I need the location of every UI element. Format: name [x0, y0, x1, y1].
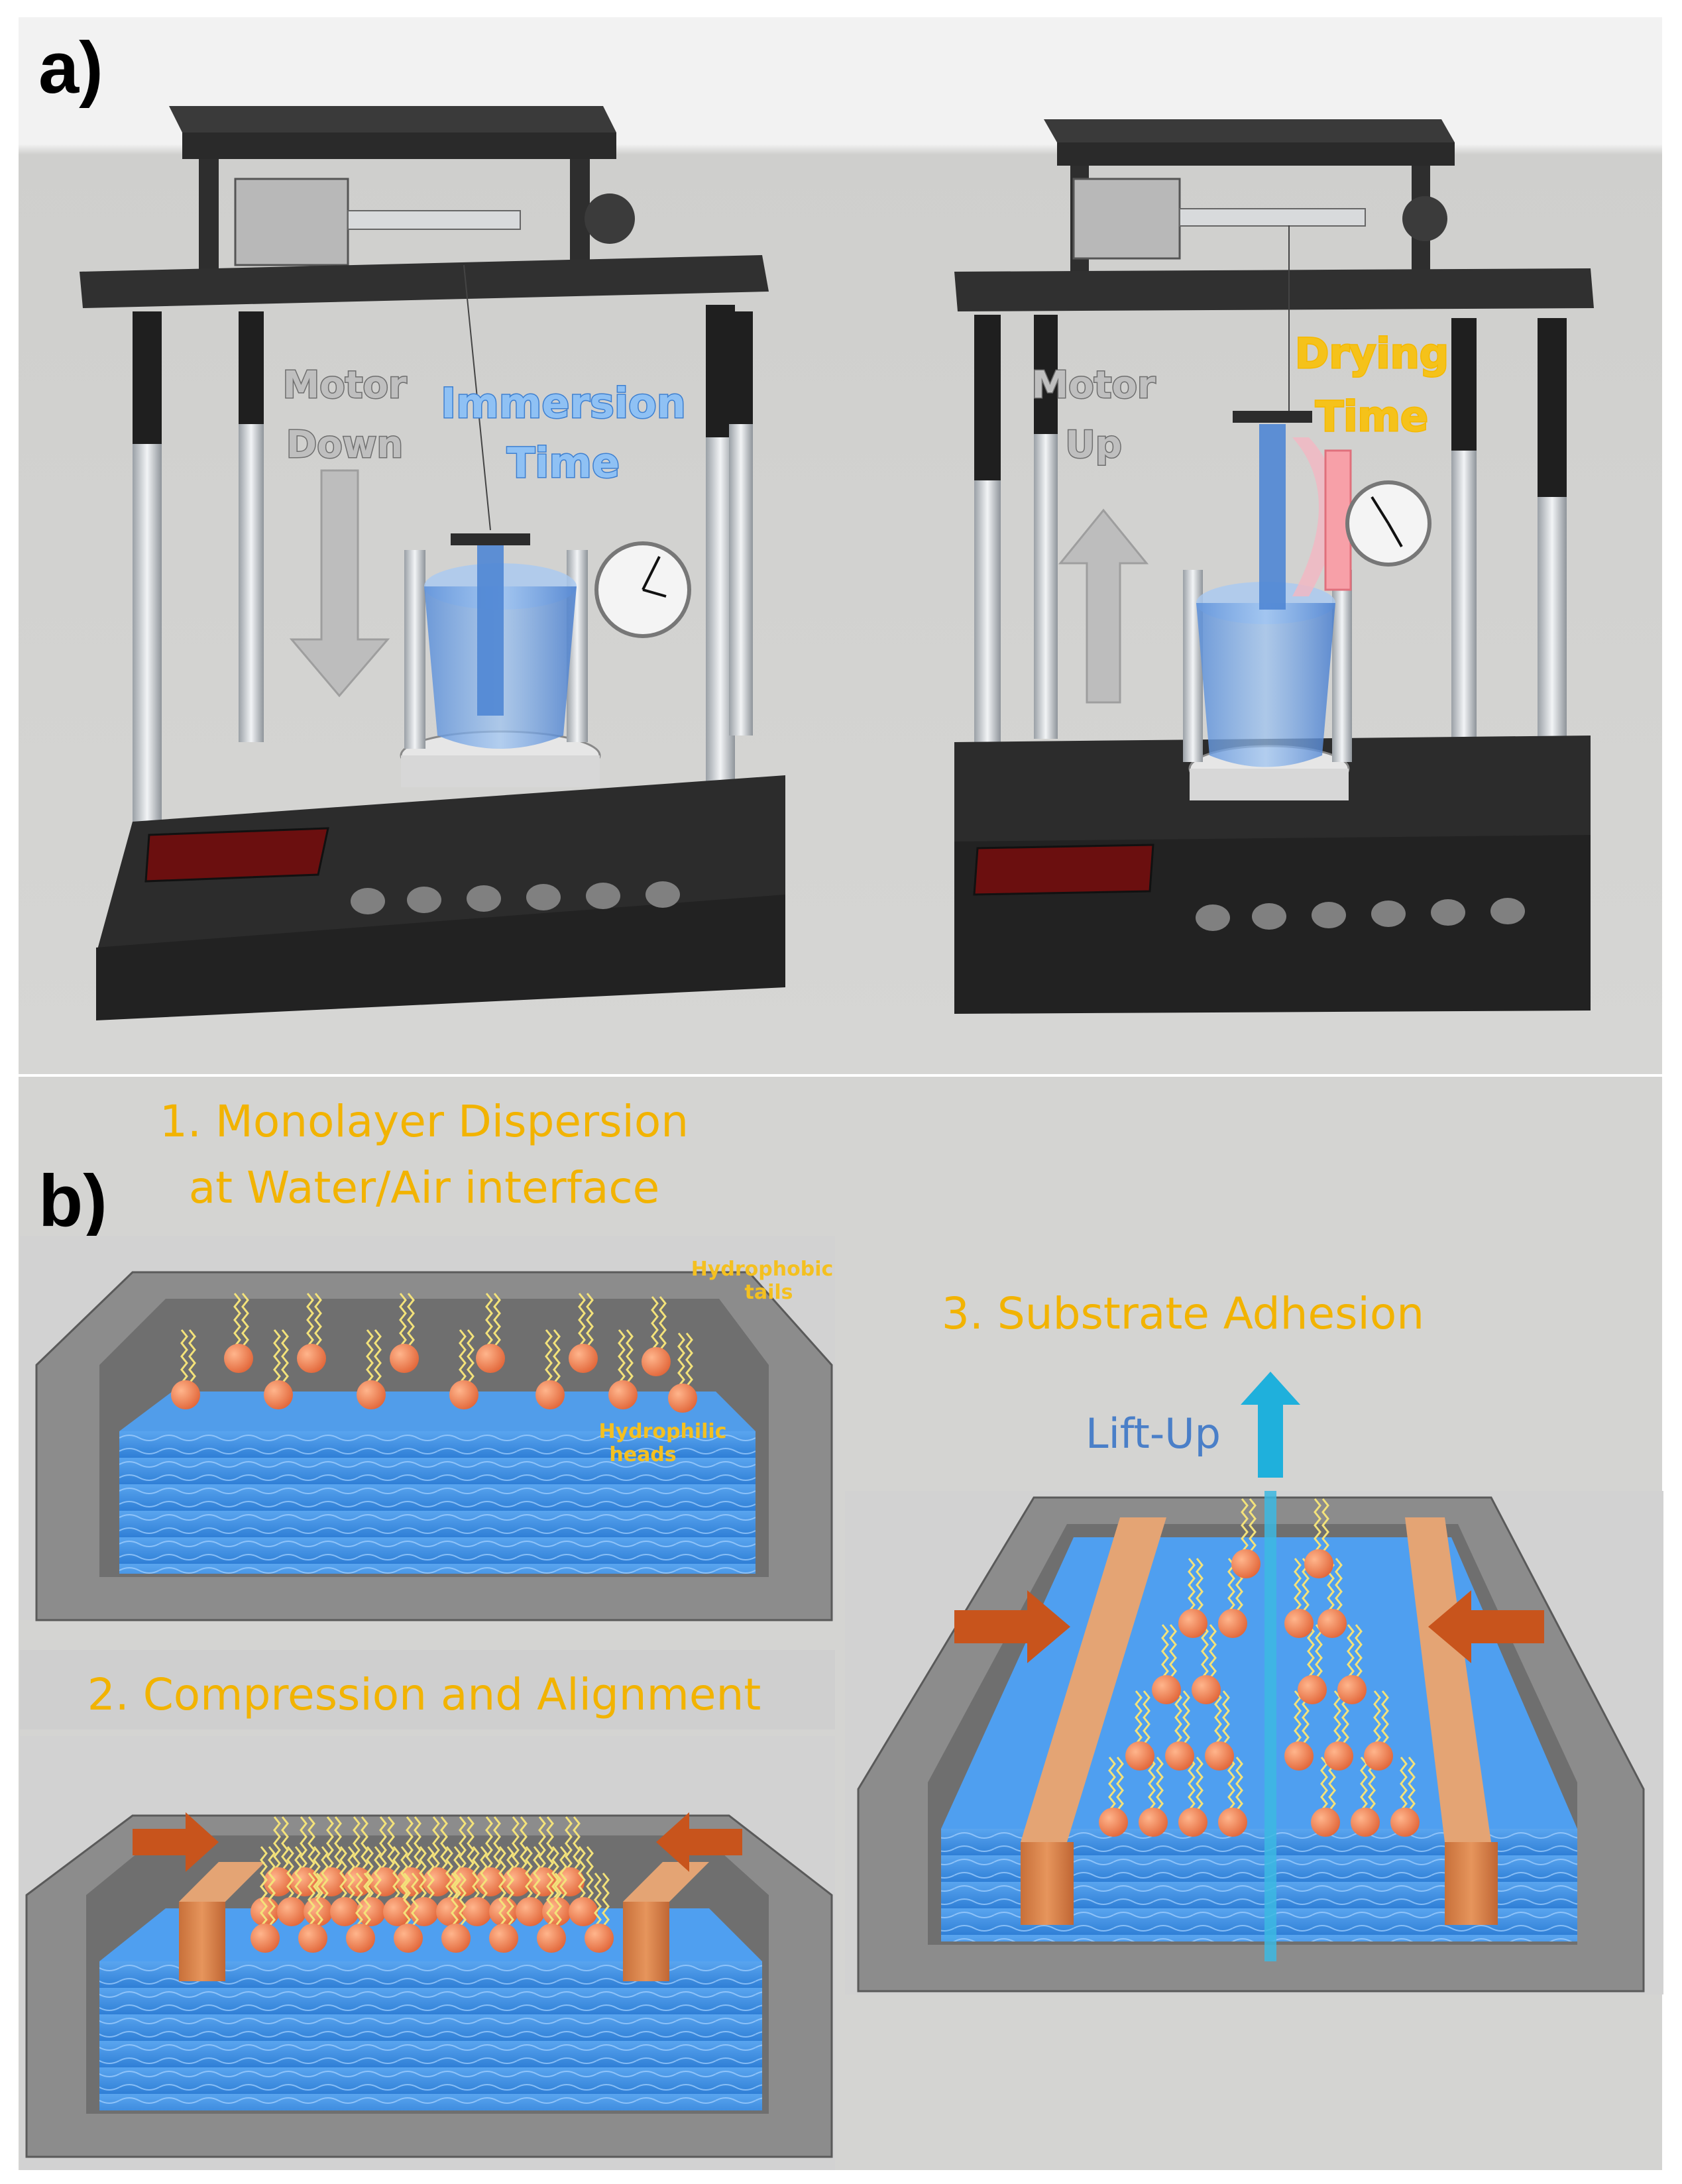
panel-b-label: b) [38, 1160, 107, 1242]
dip-coater-right: Motor Up Drying Time [954, 119, 1594, 1014]
top-frame [169, 106, 616, 133]
panel-a: a) [19, 17, 1662, 1074]
panel-a-label: a) [38, 27, 103, 109]
water [119, 1431, 756, 1574]
dip-coater-left: Motor Down Immersion Time [80, 106, 785, 1020]
barrier-left [1021, 1517, 1166, 1925]
clock-icon [1345, 480, 1431, 567]
top-plate [80, 255, 769, 308]
step1-title-line2: at Water/Air interface [189, 1162, 660, 1213]
compression-arrow-right-icon [133, 1812, 219, 1872]
beaker [1196, 411, 1335, 767]
motor-down-label-1: Motor [282, 364, 406, 407]
display-screen [973, 844, 1154, 896]
trough-step1: Hydrophobic tails Hydrophilic heads [20, 1236, 835, 1621]
hydrophilic-label-2: heads [609, 1443, 676, 1466]
hydrophilic-label-1: Hydrophilic [598, 1420, 726, 1443]
beaker [424, 533, 577, 749]
control-buttons [1196, 898, 1525, 931]
hydrophobic-label-1: Hydrophobic [691, 1258, 834, 1281]
barrier-right [623, 1862, 709, 1981]
step2-title: 2. Compression and Alignment [87, 1669, 761, 1720]
barrier-right [1405, 1517, 1498, 1925]
stepper-motor [234, 178, 635, 266]
step3-title: 3. Substrate Adhesion [942, 1288, 1424, 1339]
drying-time-label-1: Drying [1295, 329, 1449, 378]
base-front [96, 895, 785, 1020]
control-buttons [351, 881, 680, 914]
step1-title-line1: 1. Monolayer Dispersion [160, 1096, 689, 1147]
barrier-left [179, 1862, 265, 1981]
lift-up-label: Lift-Up [1086, 1409, 1221, 1458]
trough-step3 [845, 1491, 1663, 1994]
top-plate [954, 268, 1594, 311]
motor-up-label-2: Up [1065, 423, 1122, 466]
clock-icon [594, 541, 691, 638]
compression-arrow-left-icon [1428, 1590, 1544, 1663]
motor-up-label-1: Motor [1031, 364, 1155, 407]
top-frame [1044, 119, 1455, 142]
compression-arrow-right-icon [954, 1590, 1070, 1663]
display-screen [144, 827, 329, 883]
drying-time-label-2: Time [1316, 392, 1428, 441]
trough-step2 [20, 1736, 835, 2170]
hydrophobic-label-2: tails [744, 1281, 793, 1304]
immersion-time-label-1: Immersion [441, 379, 686, 427]
compression-arrow-left-icon [656, 1812, 742, 1872]
panel-b: b) 1. Monolayer Dispersion at Water/Air … [19, 1077, 1663, 2170]
motor-down-label-2: Down [286, 423, 404, 466]
stepper-motor [1072, 178, 1447, 260]
substrate [1264, 1491, 1276, 1961]
arrow-up-icon [1058, 508, 1149, 704]
arrow-down-icon [289, 469, 390, 698]
immersion-time-label-2: Time [507, 439, 620, 487]
substrate [1259, 424, 1286, 610]
water [99, 1961, 762, 2110]
lift-up-arrow-icon [1241, 1372, 1300, 1478]
